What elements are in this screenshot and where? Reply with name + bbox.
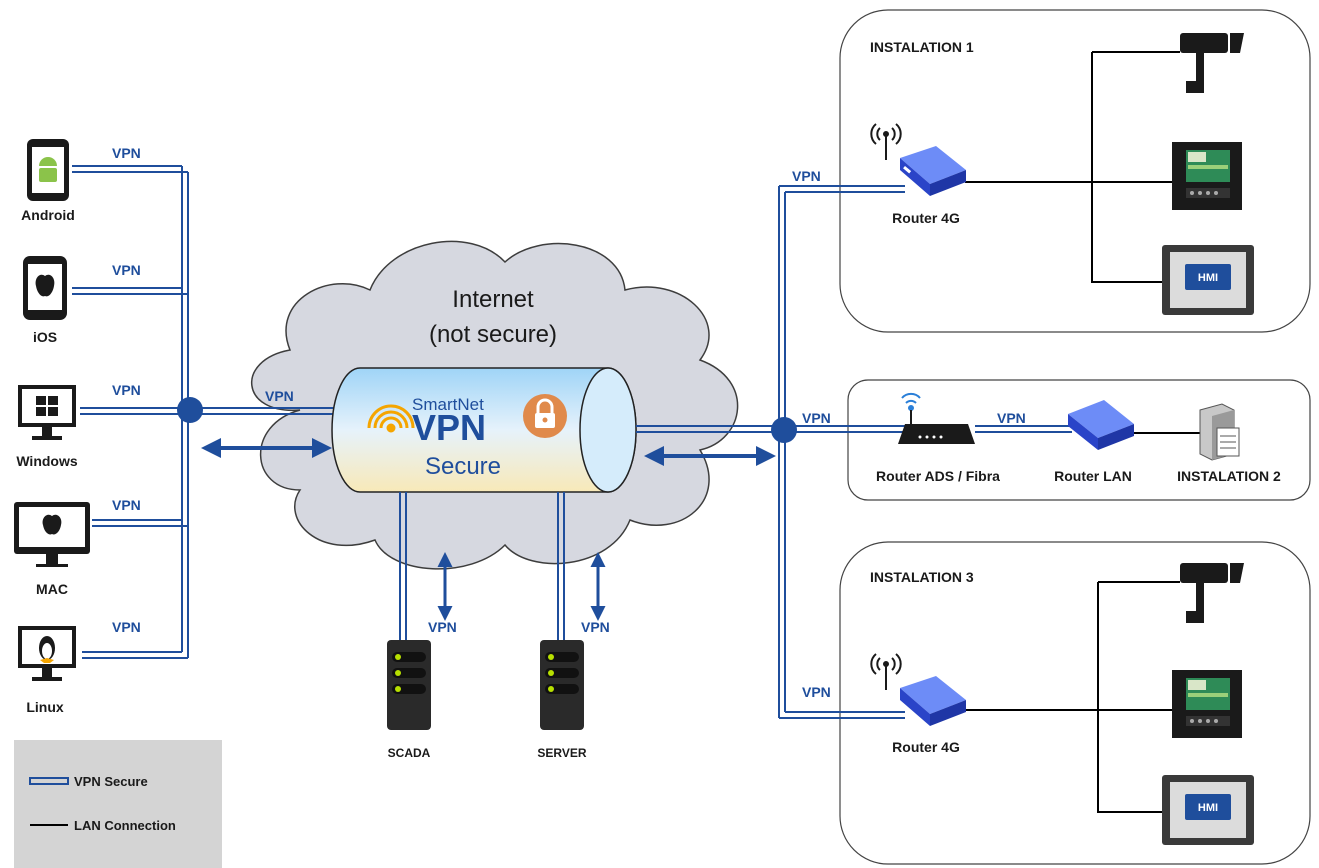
installation-2-title: INSTALATION 2 bbox=[1177, 468, 1281, 484]
inst3-router-label: Router 4G bbox=[892, 739, 960, 755]
linux-label: Linux bbox=[26, 699, 64, 715]
installation-3-title: INSTALATION 3 bbox=[870, 569, 974, 585]
installation-2-box bbox=[847, 379, 1311, 501]
vpn-label-server: VPN bbox=[581, 619, 610, 635]
android-device-icon bbox=[27, 139, 69, 201]
ios-device-icon bbox=[23, 256, 67, 320]
tunnel-secure: Secure bbox=[425, 453, 501, 480]
legend-box bbox=[14, 740, 222, 868]
server-vpn-lines bbox=[399, 492, 565, 640]
lan-lines bbox=[965, 51, 1200, 813]
vpn-label-cloud-left: VPN bbox=[265, 388, 294, 404]
scada-server-icon bbox=[387, 640, 431, 730]
brand-vpn: VPN bbox=[412, 407, 486, 448]
mac-label: MAC bbox=[36, 581, 68, 597]
smartnet-signal-icon bbox=[367, 404, 415, 433]
left-hub-node bbox=[177, 397, 203, 423]
antenna-icon-1 bbox=[870, 123, 902, 160]
hmi-panel-icon-3 bbox=[1162, 775, 1254, 845]
right-vpn-lines bbox=[636, 185, 1072, 719]
camera-icon-3 bbox=[1180, 563, 1244, 623]
right-hub-node bbox=[771, 417, 797, 443]
legend-vpn-swatch bbox=[29, 777, 69, 785]
vpn-label-inst1: VPN bbox=[792, 168, 821, 184]
router-ads-icon bbox=[898, 410, 975, 444]
inst1-router-label: Router 4G bbox=[892, 210, 960, 226]
vpn-tunnel bbox=[331, 367, 637, 493]
router-ads-label: Router ADS / Fibra bbox=[876, 468, 1000, 484]
vpn-label-scada: VPN bbox=[428, 619, 457, 635]
legend-lan-label: LAN Connection bbox=[74, 818, 176, 833]
vpn-label-mac: VPN bbox=[112, 497, 141, 513]
vpn-label-inst2-lan: VPN bbox=[997, 410, 1026, 426]
android-label: Android bbox=[21, 207, 75, 223]
camera-icon-1 bbox=[1180, 33, 1244, 93]
hmi-label-3: HMI bbox=[1198, 802, 1218, 814]
router-lan-icon bbox=[1068, 400, 1134, 450]
vpn-label-windows: VPN bbox=[112, 382, 141, 398]
plc-controller-icon-3 bbox=[1172, 670, 1242, 738]
router-lan-label: Router LAN bbox=[1054, 468, 1132, 484]
router-4g-icon-3 bbox=[900, 676, 966, 726]
vpn-label-android: VPN bbox=[112, 145, 141, 161]
hmi-label-1: HMI bbox=[1198, 272, 1218, 284]
vpn-label-inst2: VPN bbox=[802, 410, 831, 426]
vpn-label-ios: VPN bbox=[112, 262, 141, 278]
cloud-title: Internet bbox=[452, 286, 534, 313]
cloud-subtitle: (not secure) bbox=[429, 321, 557, 348]
installation-1-title: INSTALATION 1 bbox=[870, 39, 974, 55]
windows-label: Windows bbox=[16, 453, 78, 469]
antenna-icon-3 bbox=[870, 653, 902, 690]
windows-device-icon bbox=[18, 385, 76, 440]
mac-device-icon bbox=[14, 502, 90, 567]
server-tower-icon bbox=[1199, 403, 1240, 461]
hmi-panel-icon-1 bbox=[1162, 245, 1254, 315]
scada-label: SCADA bbox=[388, 746, 431, 760]
legend-vpn-label: VPN Secure bbox=[74, 774, 148, 789]
app-server-icon bbox=[540, 640, 584, 730]
vpn-label-inst3: VPN bbox=[802, 684, 831, 700]
lock-icon bbox=[523, 394, 567, 438]
ios-label: iOS bbox=[33, 329, 57, 345]
plc-controller-icon-1 bbox=[1172, 142, 1242, 210]
brand-small: SmartNet bbox=[412, 395, 484, 414]
linux-device-icon bbox=[18, 626, 76, 681]
server-label: SERVER bbox=[537, 746, 586, 760]
vpn-label-linux: VPN bbox=[112, 619, 141, 635]
router-4g-icon-1 bbox=[900, 146, 966, 196]
